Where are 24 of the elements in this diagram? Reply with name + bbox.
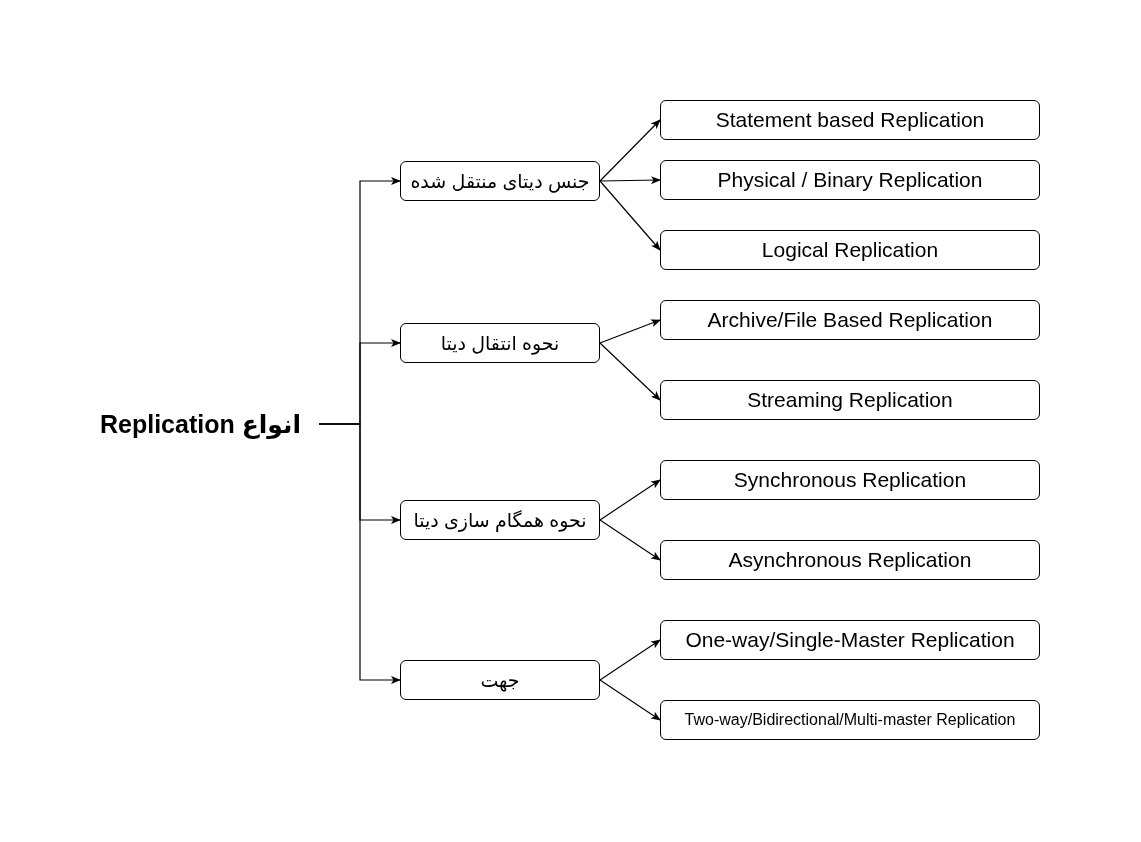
replication-type-box: Archive/File Based Replication: [660, 300, 1040, 340]
category-box: نحوه انتقال دیتا: [400, 323, 600, 363]
replication-type-box: One-way/Single-Master Replication: [660, 620, 1040, 660]
arrow: [599, 639, 661, 681]
category-box: جهت: [400, 660, 600, 700]
arrow: [599, 319, 661, 344]
arrow: [599, 679, 661, 721]
replication-type-box: Streaming Replication: [660, 380, 1040, 420]
replication-type-box: Logical Replication: [660, 230, 1040, 270]
arrow: [318, 423, 401, 684]
arrow: [599, 180, 661, 251]
arrow: [599, 176, 661, 185]
replication-type-box: Two-way/Bidirectional/Multi-master Replication: [660, 700, 1040, 740]
heading-text: انواع Replication: [100, 404, 318, 444]
replication-type-box: Synchronous Replication: [660, 460, 1040, 500]
arrow: [599, 519, 661, 561]
category-box: جنس دیتای منتقل شده: [400, 161, 600, 201]
arrow: [599, 119, 661, 182]
category-box: نحوه همگام سازی دیتا: [400, 500, 600, 540]
replication-type-box: Statement based Replication: [660, 100, 1040, 140]
arrow: [599, 342, 661, 401]
replication-type-box: Physical / Binary Replication: [660, 160, 1040, 200]
replication-type-box: Asynchronous Replication: [660, 540, 1040, 580]
arrow: [599, 479, 661, 521]
